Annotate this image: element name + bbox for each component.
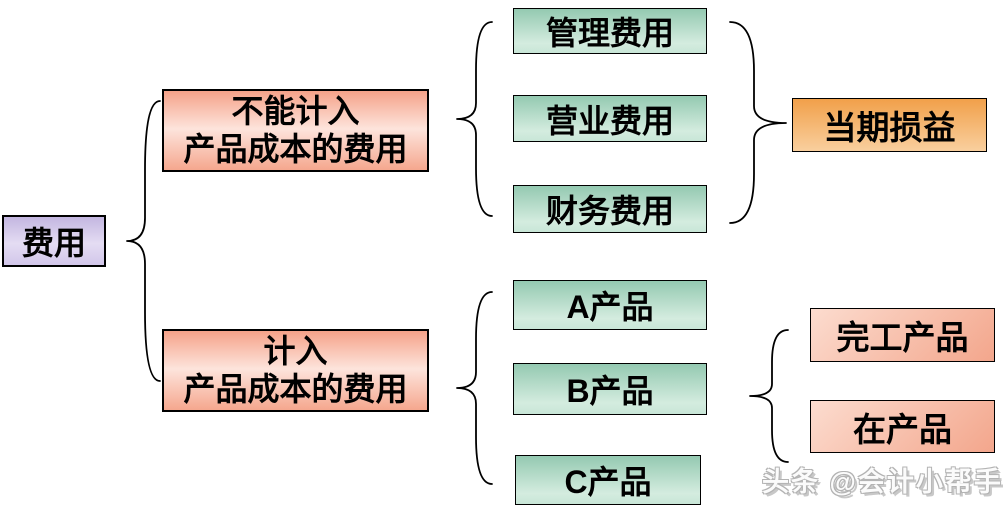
node-product-a: A产品 [513, 280, 707, 330]
node-finished-products: 完工产品 [810, 308, 995, 362]
node-included-line2: 产品成本的费用 [183, 370, 408, 407]
node-product-b-label: B产品 [566, 373, 654, 409]
brace-bottom-branch-to-items [456, 291, 493, 485]
node-not-included-line1: 不能计入 [231, 93, 360, 130]
brace-root-to-branches [126, 100, 161, 382]
node-financial-expense: 财务费用 [513, 185, 707, 233]
node-management-expense: 管理费用 [513, 8, 707, 54]
node-product-c: C产品 [515, 455, 701, 505]
brace-top-branch-to-items [456, 21, 493, 217]
node-product-b: B产品 [513, 363, 707, 415]
node-not-included-in-product-cost: 不能计入 产品成本的费用 [162, 89, 429, 172]
node-expenses: 费用 [2, 215, 106, 267]
node-expenses-label: 费用 [21, 225, 86, 261]
brace-items-to-profit-loss [729, 21, 787, 224]
node-operating-expense-label: 营业费用 [545, 102, 674, 139]
node-product-a-label: A产品 [566, 289, 654, 325]
node-included-in-product-cost: 计入 产品成本的费用 [162, 329, 429, 412]
node-operating-expense: 营业费用 [513, 95, 707, 142]
node-management-expense-label: 管理费用 [545, 15, 674, 51]
node-product-c-label: C产品 [564, 464, 652, 500]
node-not-included-line2: 产品成本的费用 [183, 130, 408, 167]
node-financial-expense-label: 财务费用 [545, 193, 674, 229]
node-work-in-process-label: 在产品 [853, 410, 952, 448]
node-finished-products-label: 完工产品 [836, 319, 969, 356]
brace-items-to-product-states [749, 329, 789, 463]
watermark: 头条 @会计小帮手 [762, 467, 1003, 497]
node-work-in-process: 在产品 [810, 400, 995, 453]
node-current-profit-loss-label: 当期损益 [823, 109, 956, 146]
node-current-profit-loss: 当期损益 [792, 98, 987, 152]
node-included-line1: 计入 [263, 333, 328, 370]
